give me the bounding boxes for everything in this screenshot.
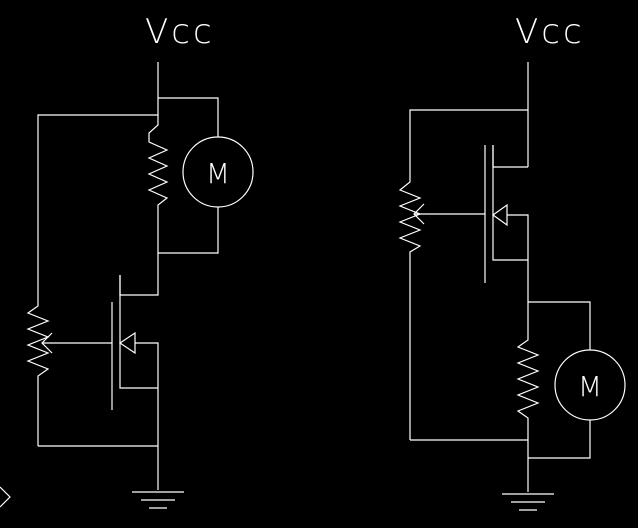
right-fet-channel bbox=[492, 145, 528, 261]
left-potentiometer bbox=[26, 298, 50, 446]
left-fet-arrow bbox=[118, 331, 136, 355]
left-motor-bottom-wire bbox=[158, 207, 219, 254]
right-pot-wiper-arrow bbox=[413, 203, 425, 225]
left-motor-label: M bbox=[206, 157, 230, 190]
right-drain-wire bbox=[492, 145, 528, 168]
right-load-resistor bbox=[516, 302, 540, 458]
right-circuit: Vcc M bbox=[398, 12, 626, 511]
left-ground-icon bbox=[132, 491, 184, 509]
corner-marker-icon bbox=[0, 486, 11, 508]
right-motor-label: M bbox=[578, 370, 602, 403]
left-circuit: Vcc M bbox=[26, 12, 254, 509]
left-load-resistor bbox=[147, 115, 169, 253]
right-pot-top-wire bbox=[409, 109, 528, 175]
right-potentiometer bbox=[398, 175, 422, 440]
left-pot-wiper-arrow bbox=[41, 332, 53, 354]
left-fet-source-tie bbox=[135, 342, 159, 388]
left-drain-wire bbox=[119, 253, 159, 296]
right-motor-bottom-wire bbox=[528, 420, 591, 459]
right-fet-source-tie bbox=[507, 214, 529, 260]
left-pot-top-wire bbox=[37, 98, 159, 298]
right-fet-arrow bbox=[491, 203, 508, 227]
left-vcc-label: Vcc bbox=[145, 12, 215, 52]
left-motor-top-wire bbox=[158, 97, 219, 137]
right-vcc-label: Vcc bbox=[515, 12, 585, 52]
right-ground-icon bbox=[502, 493, 554, 511]
left-fet-channel bbox=[119, 275, 158, 389]
right-motor-top-wire bbox=[527, 260, 591, 350]
